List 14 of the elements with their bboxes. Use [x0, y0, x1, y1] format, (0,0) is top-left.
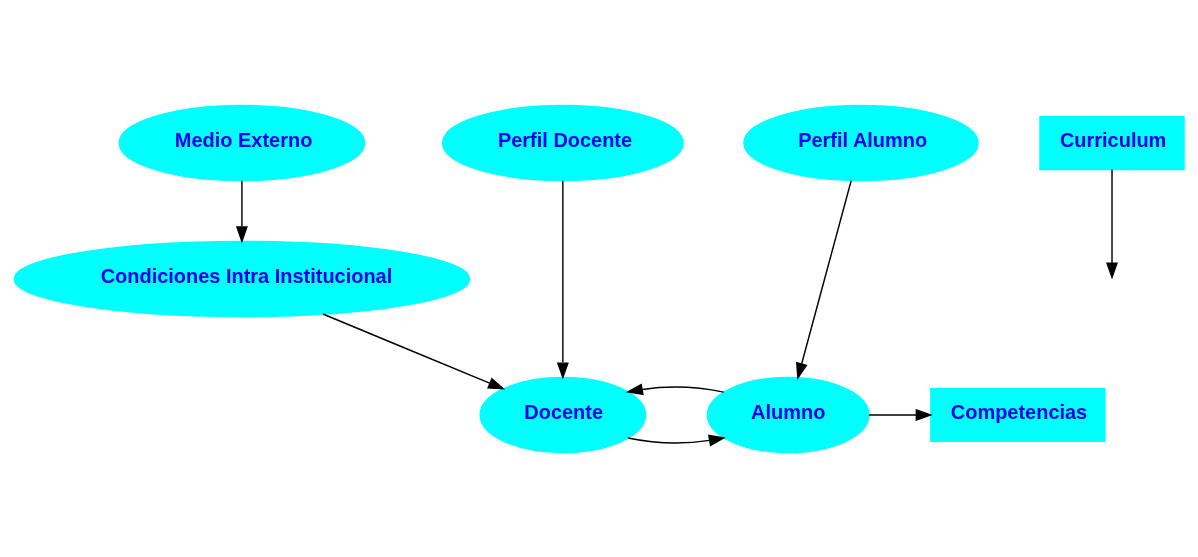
node-ellipse: Medio Externo — [118, 104, 366, 181]
arrow — [868, 408, 933, 421]
node-ellipse: Perfil Alumno — [743, 104, 979, 181]
arrow — [556, 179, 569, 380]
node-box: Curriculum — [1039, 115, 1185, 170]
node-ellipse: Condiciones Intra Institucional — [13, 240, 471, 317]
arrow — [796, 179, 852, 380]
arrow — [235, 179, 248, 243]
arrow — [322, 312, 506, 390]
arrow — [625, 382, 725, 395]
node-box: Competencias — [930, 387, 1106, 442]
node-ellipse: Perfil Docente — [441, 104, 684, 181]
arrow — [1106, 168, 1118, 280]
arrow — [627, 434, 726, 446]
